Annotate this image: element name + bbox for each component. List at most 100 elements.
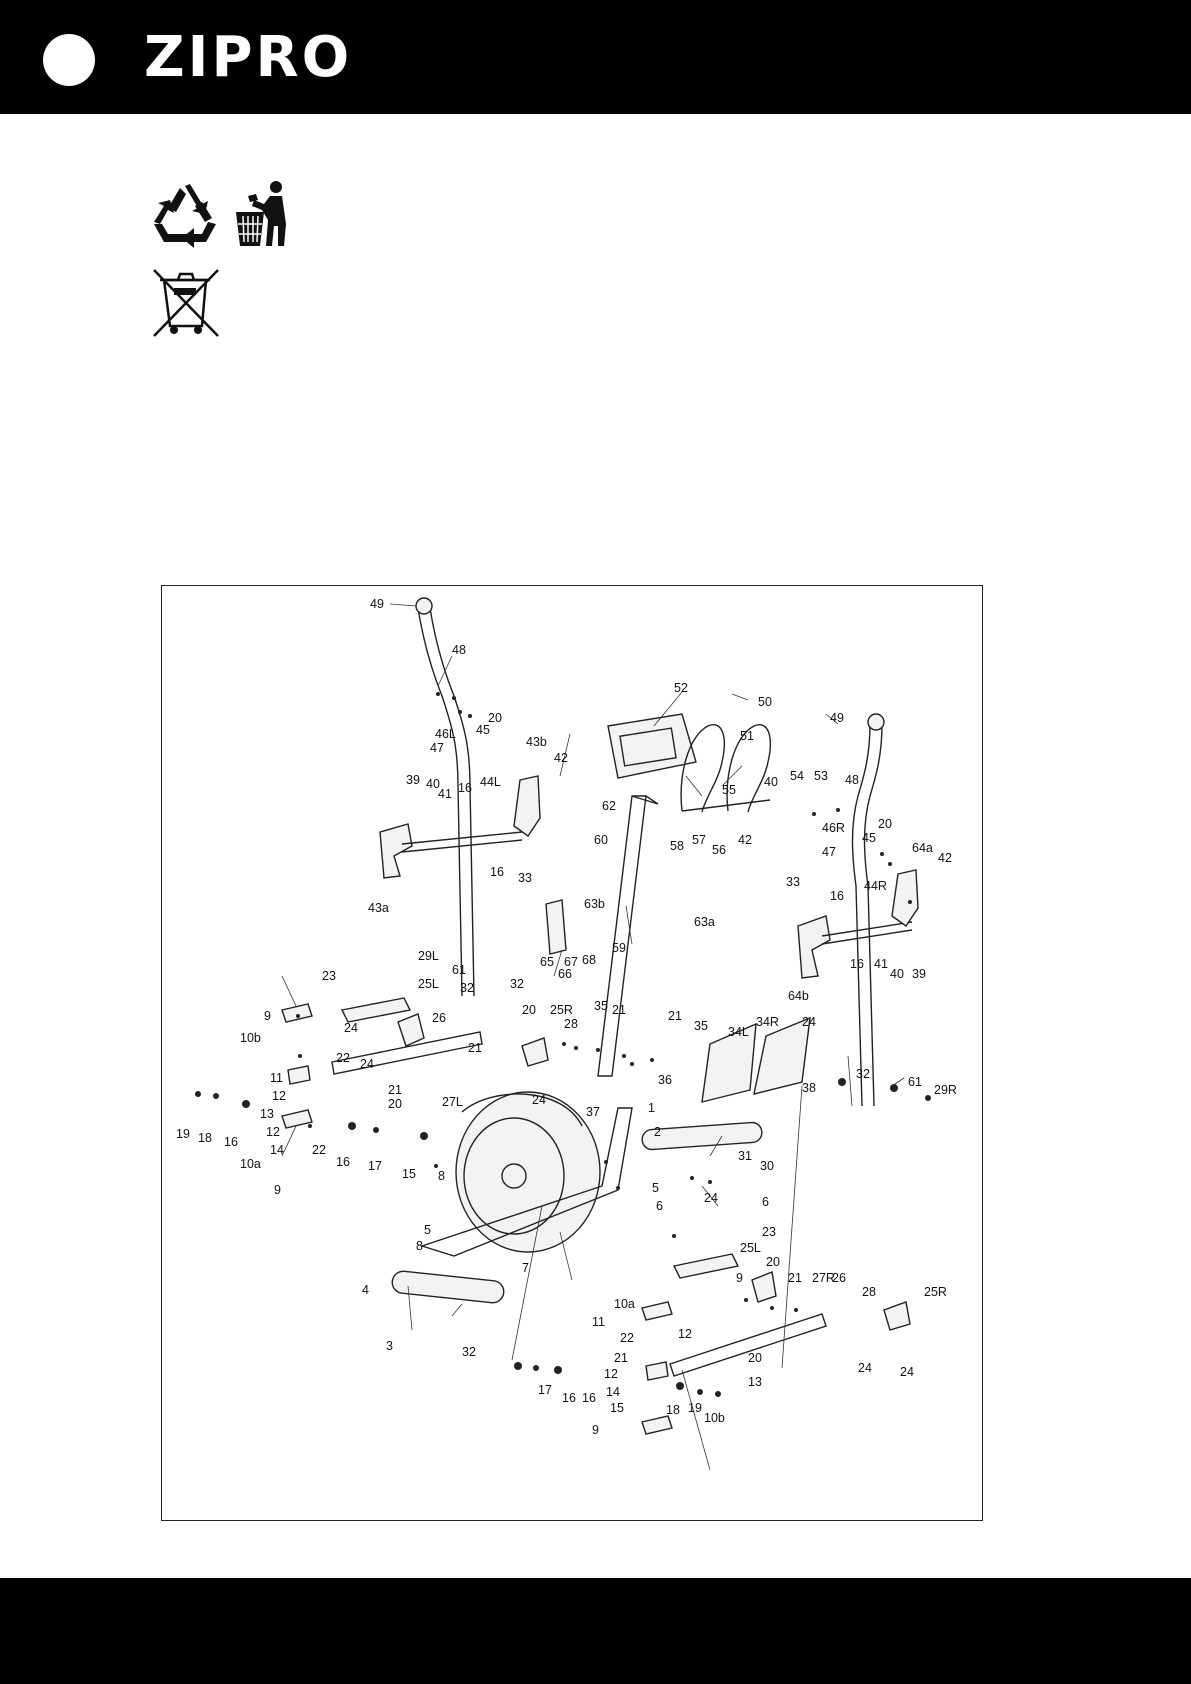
svg-text:23: 23 (762, 1225, 776, 1239)
svg-text:16: 16 (850, 957, 864, 971)
svg-text:2: 2 (654, 1125, 661, 1139)
svg-text:52: 52 (674, 681, 688, 695)
right-pivot-cover-64b (797, 915, 831, 979)
chain-cover-34L (701, 1022, 757, 1103)
svg-text:41: 41 (438, 787, 452, 801)
svg-text:10a: 10a (614, 1297, 635, 1311)
svg-text:10b: 10b (240, 1031, 261, 1045)
svg-text:32: 32 (462, 1345, 476, 1359)
svg-text:18: 18 (198, 1131, 212, 1145)
exploded-view-diagram: 49 48 46L 45 20 47 43b 42 39 40 41 16 44… (161, 585, 983, 1521)
svg-text:30: 30 (760, 1159, 774, 1173)
svg-text:44R: 44R (864, 879, 887, 893)
svg-text:67: 67 (564, 955, 578, 969)
svg-text:45: 45 (862, 831, 876, 845)
part-labels: 49 48 46L 45 20 47 43b 42 39 40 41 16 44… (176, 597, 957, 1437)
left-roller-cover-10a (281, 1109, 313, 1129)
svg-text:34L: 34L (728, 1025, 749, 1039)
svg-text:39: 39 (912, 967, 926, 981)
right-handlebar-pole (851, 723, 871, 1107)
svg-text:42: 42 (938, 851, 952, 865)
svg-text:5: 5 (424, 1223, 431, 1237)
svg-text:16: 16 (336, 1155, 350, 1169)
svg-text:10a: 10a (240, 1157, 261, 1171)
svg-text:45: 45 (476, 723, 490, 737)
svg-text:21: 21 (468, 1041, 482, 1055)
svg-text:33: 33 (786, 875, 800, 889)
svg-text:32: 32 (856, 1067, 870, 1081)
svg-text:59: 59 (612, 941, 626, 955)
chain-cover-34R (753, 1016, 811, 1095)
svg-text:42: 42 (738, 833, 752, 847)
svg-text:21: 21 (388, 1083, 402, 1097)
svg-text:66: 66 (558, 967, 572, 981)
left-pedal-arm-27L (331, 1031, 483, 1075)
left-handlebar-pole (417, 607, 463, 997)
svg-text:23: 23 (322, 969, 336, 983)
svg-text:38: 38 (802, 1081, 816, 1095)
left-roller-bracket-13 (287, 1065, 311, 1085)
svg-text:12: 12 (272, 1089, 286, 1103)
rear-stabilizer-2 (641, 1121, 763, 1151)
svg-text:28: 28 (862, 1285, 876, 1299)
svg-text:27L: 27L (442, 1095, 463, 1109)
svg-text:24: 24 (858, 1361, 872, 1375)
svg-text:21: 21 (788, 1271, 802, 1285)
svg-text:16: 16 (458, 781, 472, 795)
right-pivot-cover-64a (891, 869, 919, 927)
svg-text:11: 11 (592, 1315, 605, 1329)
svg-text:24: 24 (802, 1015, 816, 1029)
svg-text:12: 12 (604, 1367, 618, 1381)
header-dot-icon (43, 34, 95, 86)
svg-text:22: 22 (336, 1051, 350, 1065)
left-pivot-cover-43a (379, 823, 413, 879)
svg-text:42: 42 (554, 751, 568, 765)
svg-text:20: 20 (748, 1351, 762, 1365)
svg-text:61: 61 (452, 963, 466, 977)
svg-text:60: 60 (594, 833, 608, 847)
front-stabilizer-7 (391, 1270, 505, 1304)
crossed-out-wheelie-bin-icon (153, 269, 219, 337)
svg-text:14: 14 (606, 1385, 620, 1399)
svg-text:35: 35 (594, 999, 608, 1013)
svg-text:31: 31 (738, 1149, 752, 1163)
svg-text:54: 54 (790, 769, 804, 783)
svg-text:56: 56 (712, 843, 726, 857)
left-handlebar-cap (415, 597, 433, 615)
leader-lines (281, 603, 905, 1471)
svg-text:29R: 29R (934, 1083, 957, 1097)
svg-text:16: 16 (490, 865, 504, 879)
svg-text:58: 58 (670, 839, 684, 853)
svg-text:26: 26 (432, 1011, 446, 1025)
svg-text:24: 24 (360, 1057, 374, 1071)
svg-text:37: 37 (586, 1105, 600, 1119)
svg-text:6: 6 (656, 1199, 663, 1213)
svg-text:39: 39 (406, 773, 420, 787)
svg-text:34R: 34R (756, 1015, 779, 1029)
svg-text:46R: 46R (822, 821, 845, 835)
left-pedal-bracket-25R (521, 1037, 549, 1067)
svg-text:63a: 63a (694, 915, 715, 929)
svg-text:36: 36 (658, 1073, 672, 1087)
svg-text:15: 15 (402, 1167, 416, 1181)
svg-text:20: 20 (488, 711, 502, 725)
svg-text:17: 17 (538, 1383, 552, 1397)
svg-text:18: 18 (666, 1403, 680, 1417)
svg-text:40: 40 (764, 775, 778, 789)
svg-text:7: 7 (522, 1261, 529, 1275)
svg-text:8: 8 (438, 1169, 445, 1183)
fastener-dots (195, 692, 931, 1397)
svg-text:17: 17 (368, 1159, 382, 1173)
water-bottle-65 (545, 899, 567, 955)
svg-text:8: 8 (416, 1239, 423, 1253)
svg-text:64a: 64a (912, 841, 933, 855)
svg-text:10b: 10b (704, 1411, 725, 1425)
svg-text:40: 40 (426, 777, 440, 791)
left-pedal-bracket-25L (397, 1013, 425, 1047)
svg-text:29L: 29L (418, 949, 439, 963)
left-pivot-cover-43b (513, 775, 541, 837)
svg-text:24: 24 (532, 1093, 546, 1107)
svg-text:20: 20 (766, 1255, 780, 1269)
svg-text:16: 16 (830, 889, 844, 903)
svg-text:19: 19 (688, 1401, 702, 1415)
